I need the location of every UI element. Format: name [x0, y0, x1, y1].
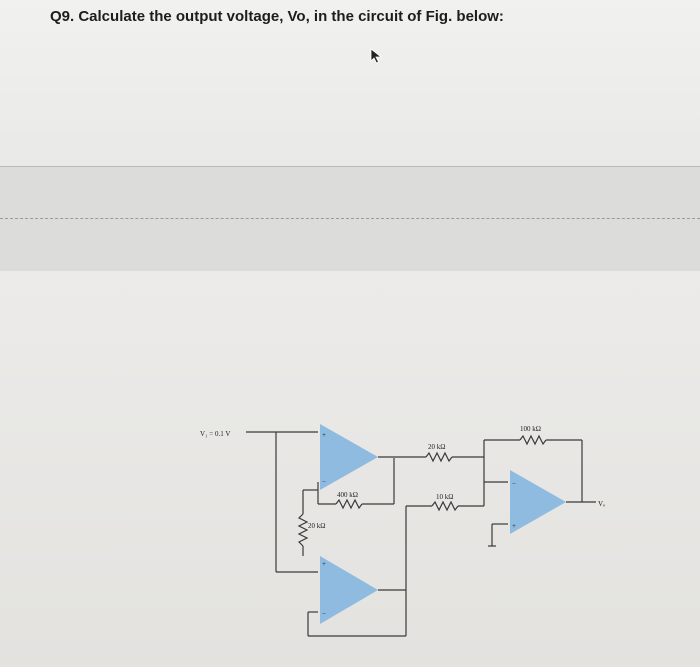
resistor-20k-mid-label: 20 kΩ	[428, 443, 445, 451]
resistor-400k-label: 400 kΩ	[337, 491, 358, 499]
opamp2-plus: +	[322, 560, 326, 568]
output-label: Vₒ	[598, 500, 605, 508]
opamp2-minus: −	[322, 610, 326, 618]
resistor-400k	[335, 498, 363, 510]
question-text: Q9. Calculate the output voltage, Vo, in…	[50, 8, 504, 25]
opamp1-plus: +	[322, 431, 326, 439]
dashed-divider	[0, 218, 700, 219]
opamp3-plus: +	[512, 522, 516, 530]
input-label: V₁ = 0.1 V	[200, 430, 230, 438]
opamp1-minus: −	[322, 478, 326, 486]
separator-band	[0, 166, 700, 272]
resistor-10k	[431, 500, 459, 512]
opamp-right	[510, 470, 566, 534]
page-background-top	[0, 0, 700, 168]
opamp-bottom-left	[320, 556, 378, 624]
opamp-top-left	[320, 424, 378, 490]
resistor-20k-mid	[425, 451, 453, 463]
resistor-20k-left-label: 20 kΩ	[308, 522, 325, 530]
resistor-100k	[519, 434, 547, 446]
resistor-20k-left	[297, 513, 309, 547]
mouse-cursor-icon	[370, 48, 383, 64]
opamp3-minus: −	[512, 480, 516, 488]
resistor-10k-label: 10 kΩ	[436, 493, 453, 501]
resistor-100k-label: 100 kΩ	[520, 425, 541, 433]
